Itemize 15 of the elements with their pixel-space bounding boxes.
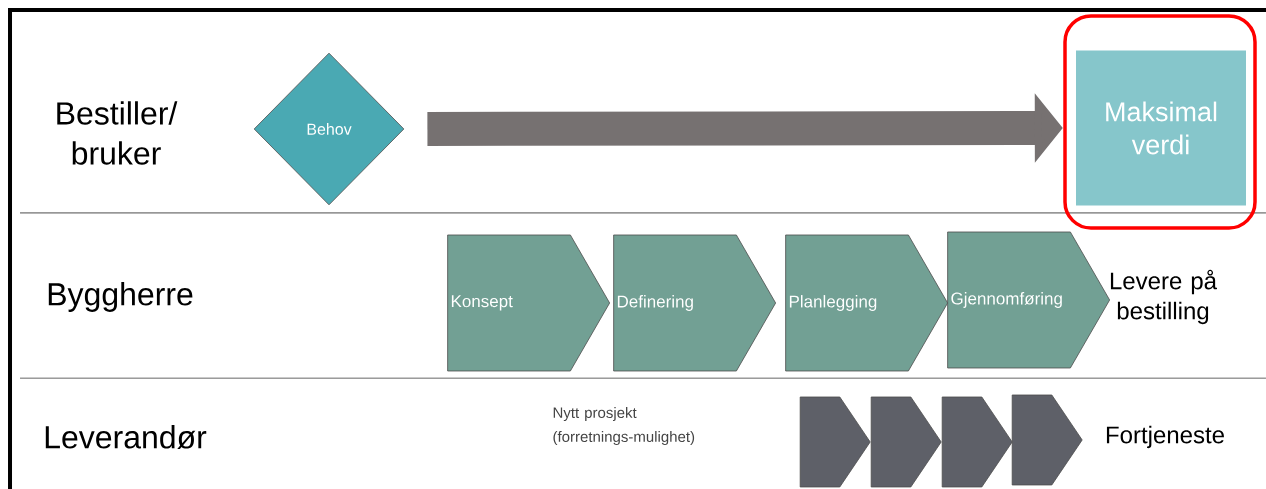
lane-label: Leverandør bbox=[45, 425, 207, 449]
phase-step: Planlegging bbox=[785, 234, 949, 372]
lane-label: Fortjeneste bbox=[1106, 425, 1224, 449]
phase-step: Konsept bbox=[447, 234, 611, 372]
lane-label: Nytt prosjekt (forretnings-mulighet) bbox=[553, 407, 695, 445]
phase-step bbox=[870, 396, 942, 488]
phase-step bbox=[799, 396, 871, 488]
lane-label: Levere på bestilling bbox=[1110, 269, 1217, 325]
phase-step: Gjennomføring bbox=[947, 231, 1111, 369]
phase-step bbox=[1011, 394, 1083, 486]
phase-step bbox=[941, 396, 1013, 488]
process-box: Maksimal verdi bbox=[1076, 50, 1246, 206]
lane-label: Bestiller/ bruker bbox=[57, 101, 178, 165]
phase-step: Definering bbox=[613, 234, 777, 372]
lane-label: Byggherre bbox=[48, 282, 193, 312]
